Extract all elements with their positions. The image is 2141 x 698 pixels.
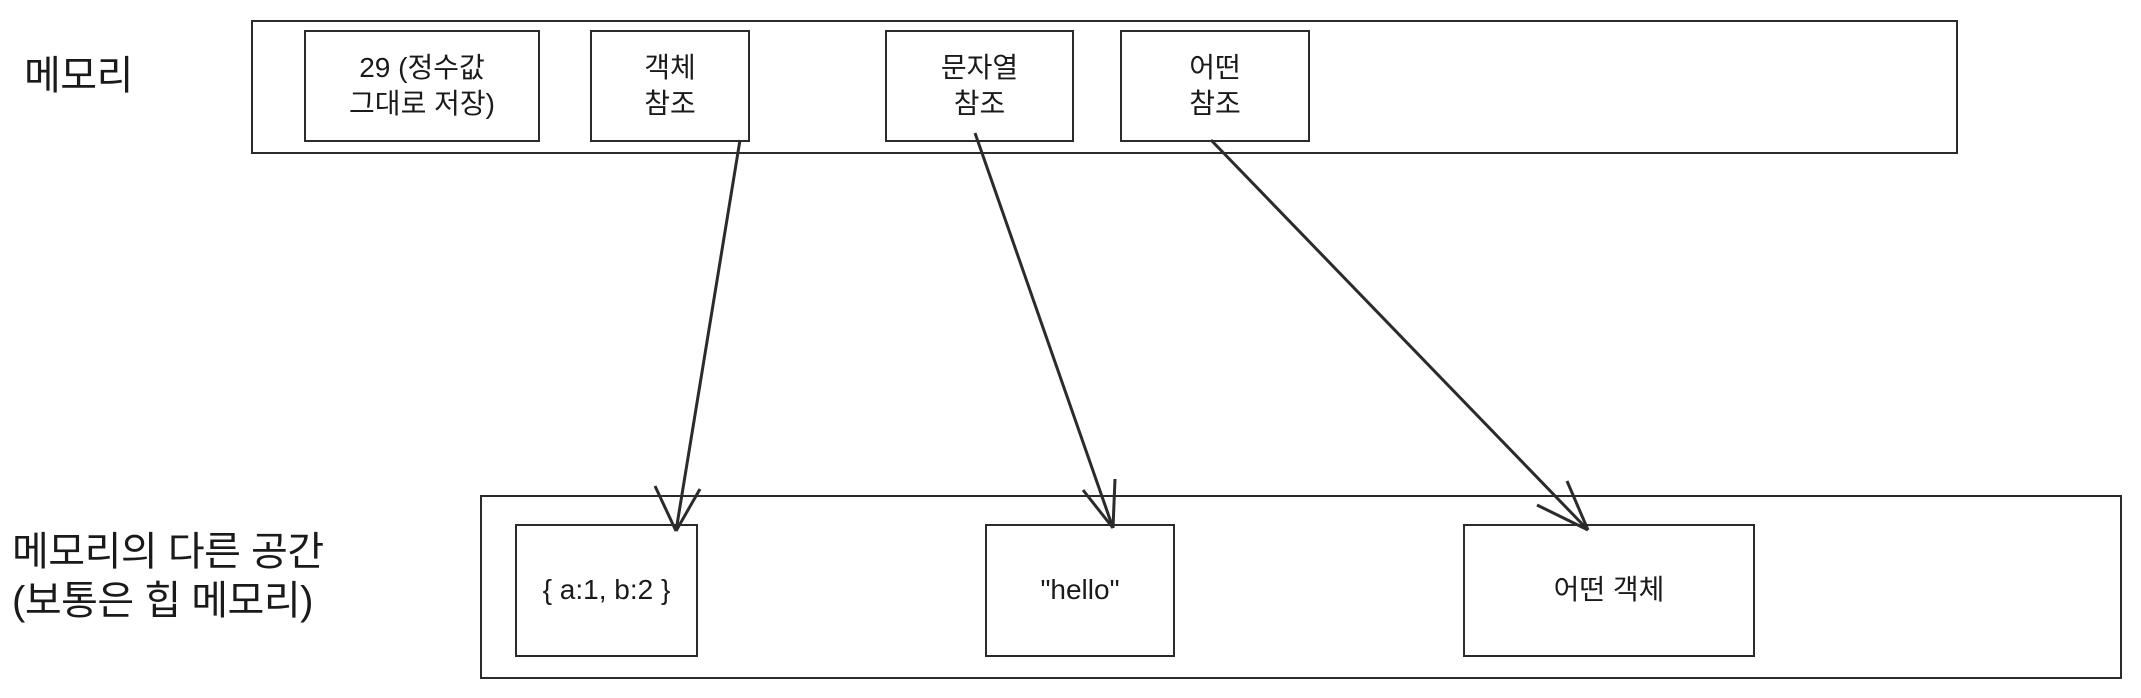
heap-cell-some-object: 어떤 객체 [1463,524,1755,657]
memory-cell-integer-value: 29 (정수값 그대로 저장) [304,30,540,142]
memory-row-label: 메모리 [24,54,133,98]
arrow-some-reference-to-some-object [1209,138,1590,532]
heap-cell-object-literal: { a:1, b:2 } [515,524,698,657]
memory-cell-some-reference: 어떤 참조 [1120,30,1310,142]
memory-cell-string-reference: 문자열 참조 [885,30,1074,142]
heap-region-container [480,495,2122,679]
memory-cell-object-reference: 객체 참조 [590,30,750,142]
arrow-object-reference-to-object-literal [653,139,742,532]
heap-row-label: 메모리의 다른 공간 (보통은 힙 메모리) [12,530,324,623]
heap-cell-string-literal: "hello" [985,524,1175,657]
arrow-string-reference-to-string-literal [973,132,1117,529]
